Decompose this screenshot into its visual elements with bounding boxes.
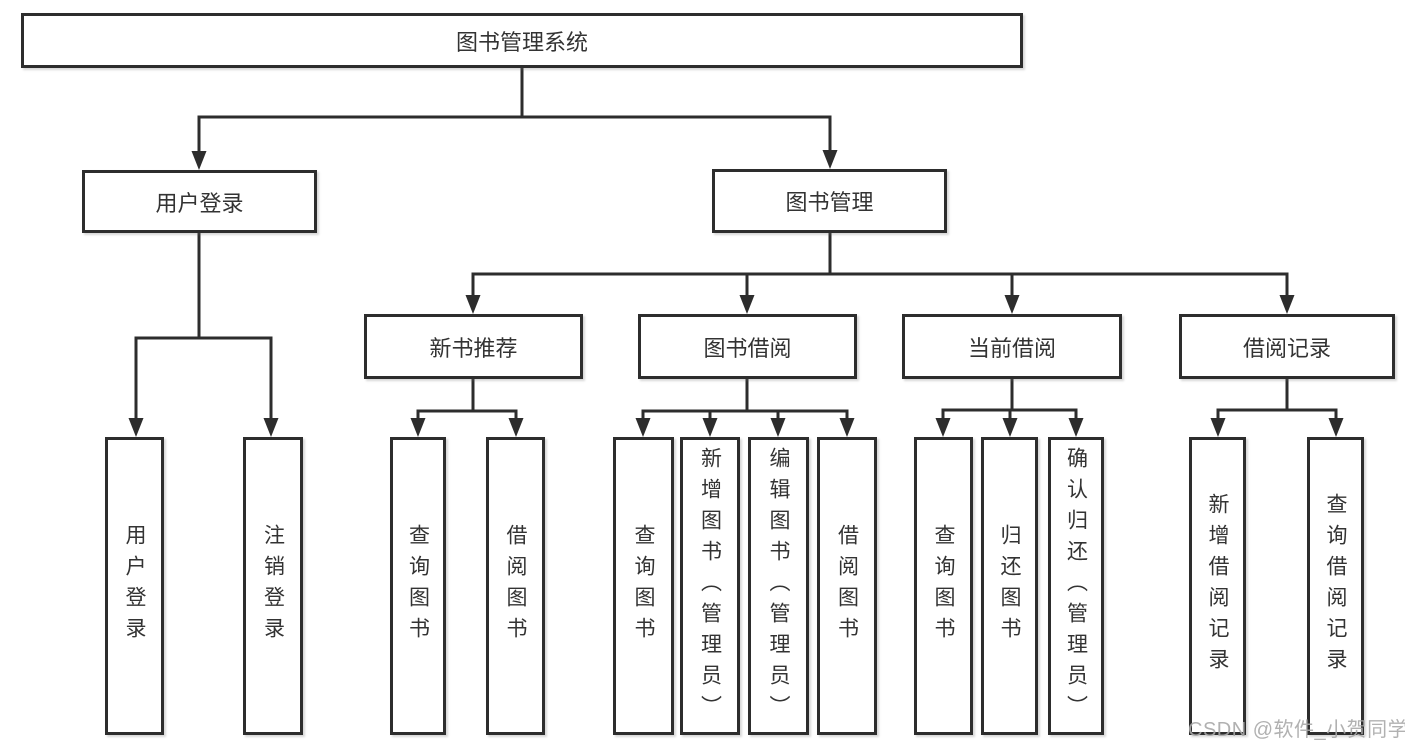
- csdn-watermark: CSDN @软件_小贺同学: [1188, 719, 1405, 741]
- node-label: 借阅记录: [1242, 335, 1331, 361]
- node-system-root: 图书管理系统: [21, 13, 1023, 68]
- leaf-add-book-admin: 新增图书（管理员）: [680, 437, 740, 735]
- node-label: 借阅图书: [835, 524, 859, 648]
- node-label: 借阅图书: [504, 524, 528, 648]
- leaf-search-borrow-record: 查询借阅记录: [1307, 437, 1364, 735]
- leaf-search-book-recommend: 查询图书: [390, 437, 446, 735]
- node-label: 新增图书（管理员）: [698, 446, 722, 726]
- connector-paths: [134, 68, 1338, 420]
- leaf-borrow-book: 借阅图书: [817, 437, 877, 735]
- node-book-borrow: 图书借阅: [638, 314, 857, 379]
- node-label: 查询图书: [932, 524, 956, 648]
- node-label: 查询图书: [406, 524, 430, 648]
- node-label: 新书推荐: [429, 335, 518, 361]
- node-label: 用户登录: [123, 524, 147, 648]
- node-book-management: 图书管理: [712, 169, 947, 233]
- leaf-add-borrow-record: 新增借阅记录: [1189, 437, 1246, 735]
- node-label: 查询图书: [632, 524, 656, 648]
- node-label: 确认归还（管理员）: [1064, 446, 1088, 726]
- node-label: 归还图书: [998, 524, 1022, 648]
- leaf-search-book-borrow: 查询图书: [613, 437, 674, 735]
- node-label: 图书管理: [785, 190, 874, 215]
- node-user-login: 用户登录: [82, 170, 317, 233]
- node-label: 图书借阅: [703, 335, 792, 361]
- leaf-return-book: 归还图书: [981, 437, 1038, 735]
- leaf-user-login: 用户登录: [105, 437, 164, 735]
- node-label: 当前借阅: [967, 335, 1056, 361]
- node-label: 新增借阅记录: [1206, 493, 1230, 679]
- leaf-logout: 注销登录: [243, 437, 303, 735]
- node-label: 查询借阅记录: [1324, 493, 1348, 679]
- arrowhead-icons: [128, 150, 1344, 437]
- leaf-confirm-return-admin: 确认归还（管理员）: [1048, 437, 1104, 735]
- node-new-book-recommend: 新书推荐: [364, 314, 583, 379]
- node-current-borrow: 当前借阅: [902, 314, 1122, 379]
- leaf-search-book-current: 查询图书: [914, 437, 973, 735]
- node-borrow-records: 借阅记录: [1179, 314, 1395, 379]
- node-label: 图书管理系统: [455, 29, 588, 55]
- node-label: 注销登录: [261, 524, 285, 648]
- node-label: 用户登录: [155, 190, 244, 216]
- leaf-edit-book-admin: 编辑图书（管理员）: [748, 437, 809, 735]
- node-label: 编辑图书（管理员）: [767, 446, 791, 726]
- leaf-borrow-book-recommend: 借阅图书: [486, 437, 545, 735]
